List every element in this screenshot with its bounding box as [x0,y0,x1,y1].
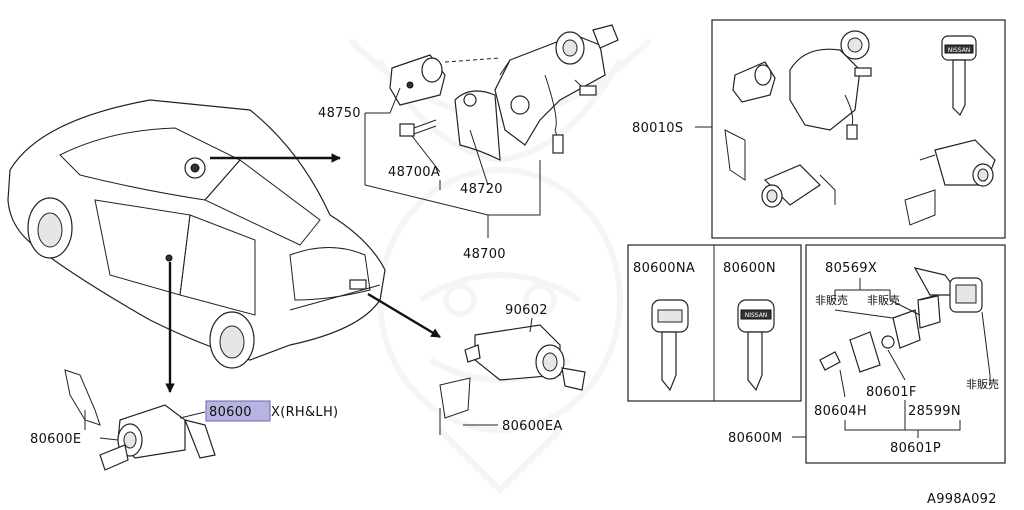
label-28599n: 28599N [908,404,961,419]
trunk-lock-assembly [439,324,586,435]
kit-80010s-parts: NISSAN [724,30,996,226]
label-80601p: 80601P [890,441,941,456]
label-48700a: 48700A [388,165,440,180]
label-hanbai-right: 非販売 [867,294,900,307]
label-48700: 48700 [463,247,506,262]
kit-box-80600m [805,244,1006,464]
label-hanbai-lower: 非販売 [966,378,999,391]
label-80600m: 80600M [728,431,782,446]
kit-box-80010s [711,19,1006,239]
ignition-switch-assembly [389,24,619,162]
label-80600e: 80600E [30,432,81,447]
label-80604h: 80604H [814,404,867,419]
label-48750: 48750 [318,106,361,121]
highlighted-part-80600x[interactable] [205,400,271,422]
label-hanbai-left: 非販売 [815,294,848,307]
key-80600n: NISSAN [737,299,775,392]
label-80569x: 80569X [825,261,877,276]
label-80600na: 80600NA [633,261,695,276]
kit-80600m-parts [819,267,983,373]
label-80010s: 80010S [632,121,683,136]
ignition-leaders [364,87,541,238]
label-90602: 90602 [505,303,548,318]
label-80600x[interactable]: 80600 [209,405,252,420]
label-80600ea: 80600EA [502,419,563,434]
key-logo-text: NISSAN [948,47,971,54]
label-48720: 48720 [460,182,503,197]
arrow-to-trunk-lock [367,292,441,339]
label-80601f: 80601F [866,385,917,400]
diagram-id: A998A092 [927,492,997,507]
key-80600na [651,299,689,392]
door-lock-assembly [64,369,216,471]
key-logo-text-2: NISSAN [745,312,768,319]
vehicle-illustration [7,99,386,369]
label-80600x-suffix: X(RH&LH) [271,405,338,420]
label-80600n: 80600N [723,261,776,276]
